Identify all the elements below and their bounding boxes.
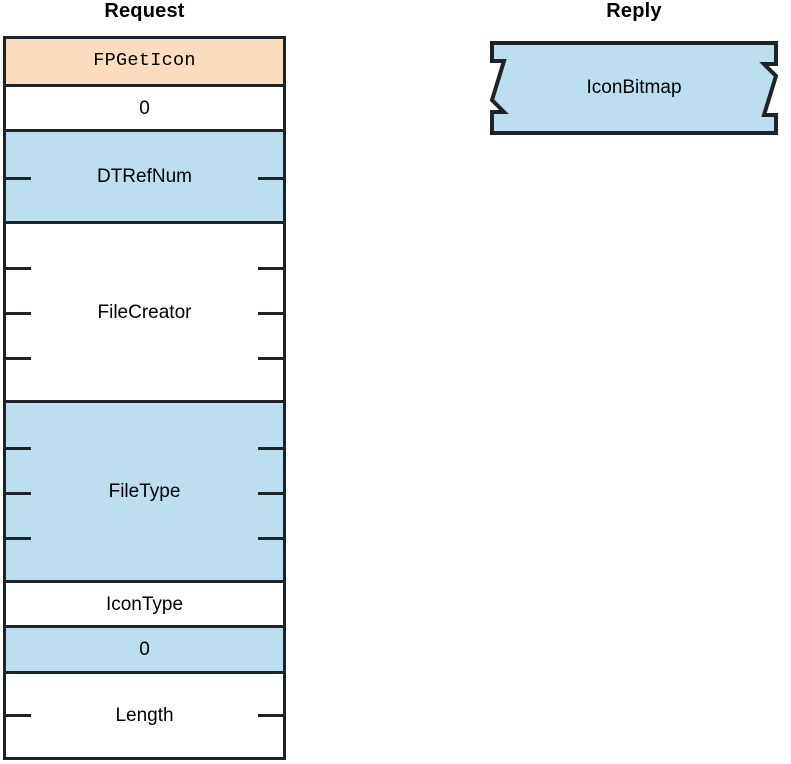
request-field-row: Length — [6, 674, 283, 757]
request-field-label: 0 — [139, 97, 150, 119]
reply-column-title: Reply — [606, 0, 662, 22]
continuation-tick — [6, 491, 31, 495]
continuation-tick — [258, 446, 283, 450]
request-column-title: Request — [104, 0, 185, 22]
continuation-tick — [258, 356, 283, 360]
request-field-label: DTRefNum — [96, 166, 192, 187]
continuation-tick — [258, 312, 283, 315]
request-field-row: 0 — [6, 628, 283, 674]
continuation-tick — [258, 176, 283, 180]
request-field-row: IconType — [6, 583, 283, 628]
continuation-tick — [6, 446, 31, 450]
continuation-tick — [6, 536, 31, 540]
continuation-tick — [6, 176, 31, 180]
continuation-tick — [6, 356, 31, 360]
request-field-label: FPGetIcon — [93, 50, 196, 72]
continuation-tick — [258, 491, 283, 495]
continuation-tick — [258, 267, 283, 271]
request-field-row: FileCreator — [6, 224, 283, 403]
request-field-label: IconType — [105, 593, 184, 615]
torn-block-shape — [489, 41, 779, 135]
request-field-label: FileCreator — [97, 301, 192, 323]
request-field-row: FileType — [6, 403, 283, 583]
request-field-label: 0 — [139, 639, 150, 660]
request-field-row: DTRefNum — [6, 132, 283, 224]
request-field-row: 0 — [6, 87, 283, 132]
continuation-tick — [6, 312, 31, 315]
continuation-tick — [258, 714, 283, 717]
request-field-label: Length — [115, 705, 174, 726]
request-field-label: FileType — [108, 481, 181, 502]
request-field-row: FPGetIcon — [6, 39, 283, 87]
continuation-tick — [6, 714, 31, 717]
reply-packet-block: IconBitmap — [486, 40, 782, 136]
continuation-tick — [6, 267, 31, 271]
continuation-tick — [258, 536, 283, 540]
